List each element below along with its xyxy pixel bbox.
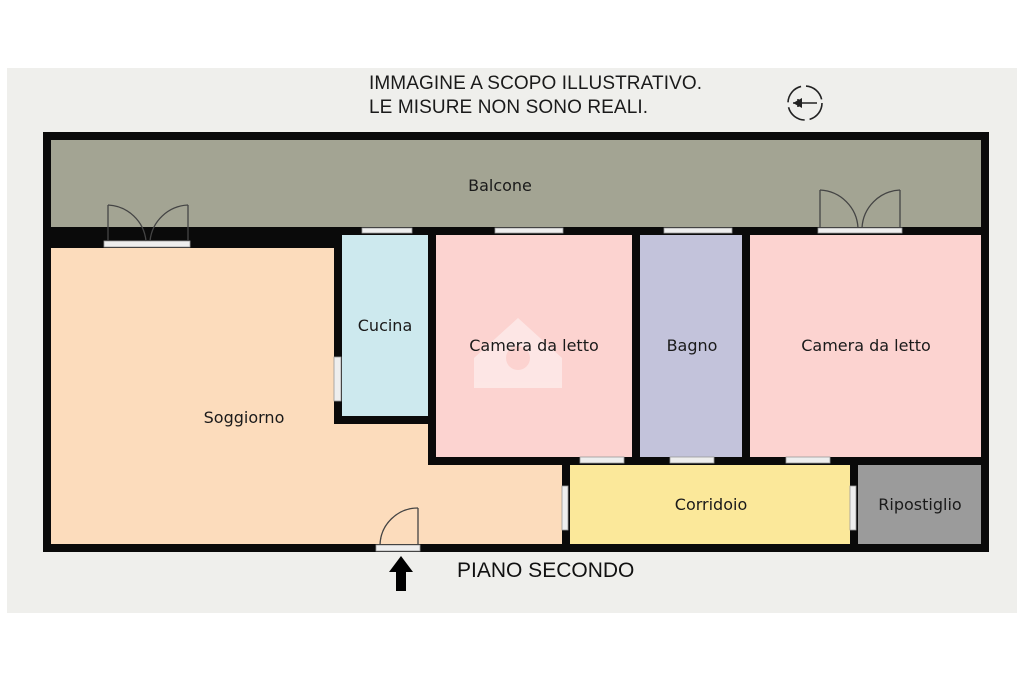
door-swing-entrance xyxy=(379,507,419,546)
bedroom-2-area xyxy=(750,235,981,457)
living-room-area xyxy=(51,248,562,544)
window-storage xyxy=(849,485,857,531)
kitchen-area xyxy=(342,235,428,416)
window-entrance xyxy=(375,544,421,552)
notice-line-2: LE MISURE NON SONO REALI. xyxy=(369,97,649,118)
bathroom-label: Bagno xyxy=(667,336,718,355)
notice-line-1: IMMAGINE A SCOPO ILLUSTRATIVO. xyxy=(369,73,703,94)
bathroom-area xyxy=(640,235,742,457)
entrance-arrow-icon xyxy=(389,556,413,591)
balcony-area xyxy=(51,140,981,227)
balcony-label: Balcone xyxy=(468,176,532,195)
window-corridor-bath xyxy=(669,456,715,464)
corridor-label: Corridoio xyxy=(675,495,747,514)
door-swing-living xyxy=(107,204,189,242)
window-corridor-bed2 xyxy=(785,456,831,464)
bedroom-1-area xyxy=(436,235,632,457)
window-kitchen xyxy=(361,227,413,234)
window-bedroom-1 xyxy=(494,227,564,234)
compass-icon xyxy=(787,85,823,121)
storage-area xyxy=(858,465,981,544)
door-swing-bedroom-2 xyxy=(819,189,901,229)
bedroom-2-label: Camera da letto xyxy=(801,336,931,355)
balcony-living-wall xyxy=(51,240,334,248)
living-room-label: Soggiorno xyxy=(204,408,285,427)
watermark-logo-icon xyxy=(474,318,562,388)
corridor-area xyxy=(570,465,850,544)
window-corridor-bed1 xyxy=(579,456,625,464)
storage-label: Ripostiglio xyxy=(878,495,961,514)
bedroom-1-label: Camera da letto xyxy=(469,336,599,355)
window-bathroom xyxy=(663,227,733,234)
window-bedroom-2-balcony xyxy=(817,227,903,234)
window-corridor-living xyxy=(561,485,569,531)
windows xyxy=(103,227,903,552)
kitchen-label: Cucina xyxy=(358,316,413,335)
floor-label: PIANO SECONDO xyxy=(457,559,635,582)
window-living-balcony xyxy=(103,240,191,248)
window-kitchen-side xyxy=(333,356,342,402)
